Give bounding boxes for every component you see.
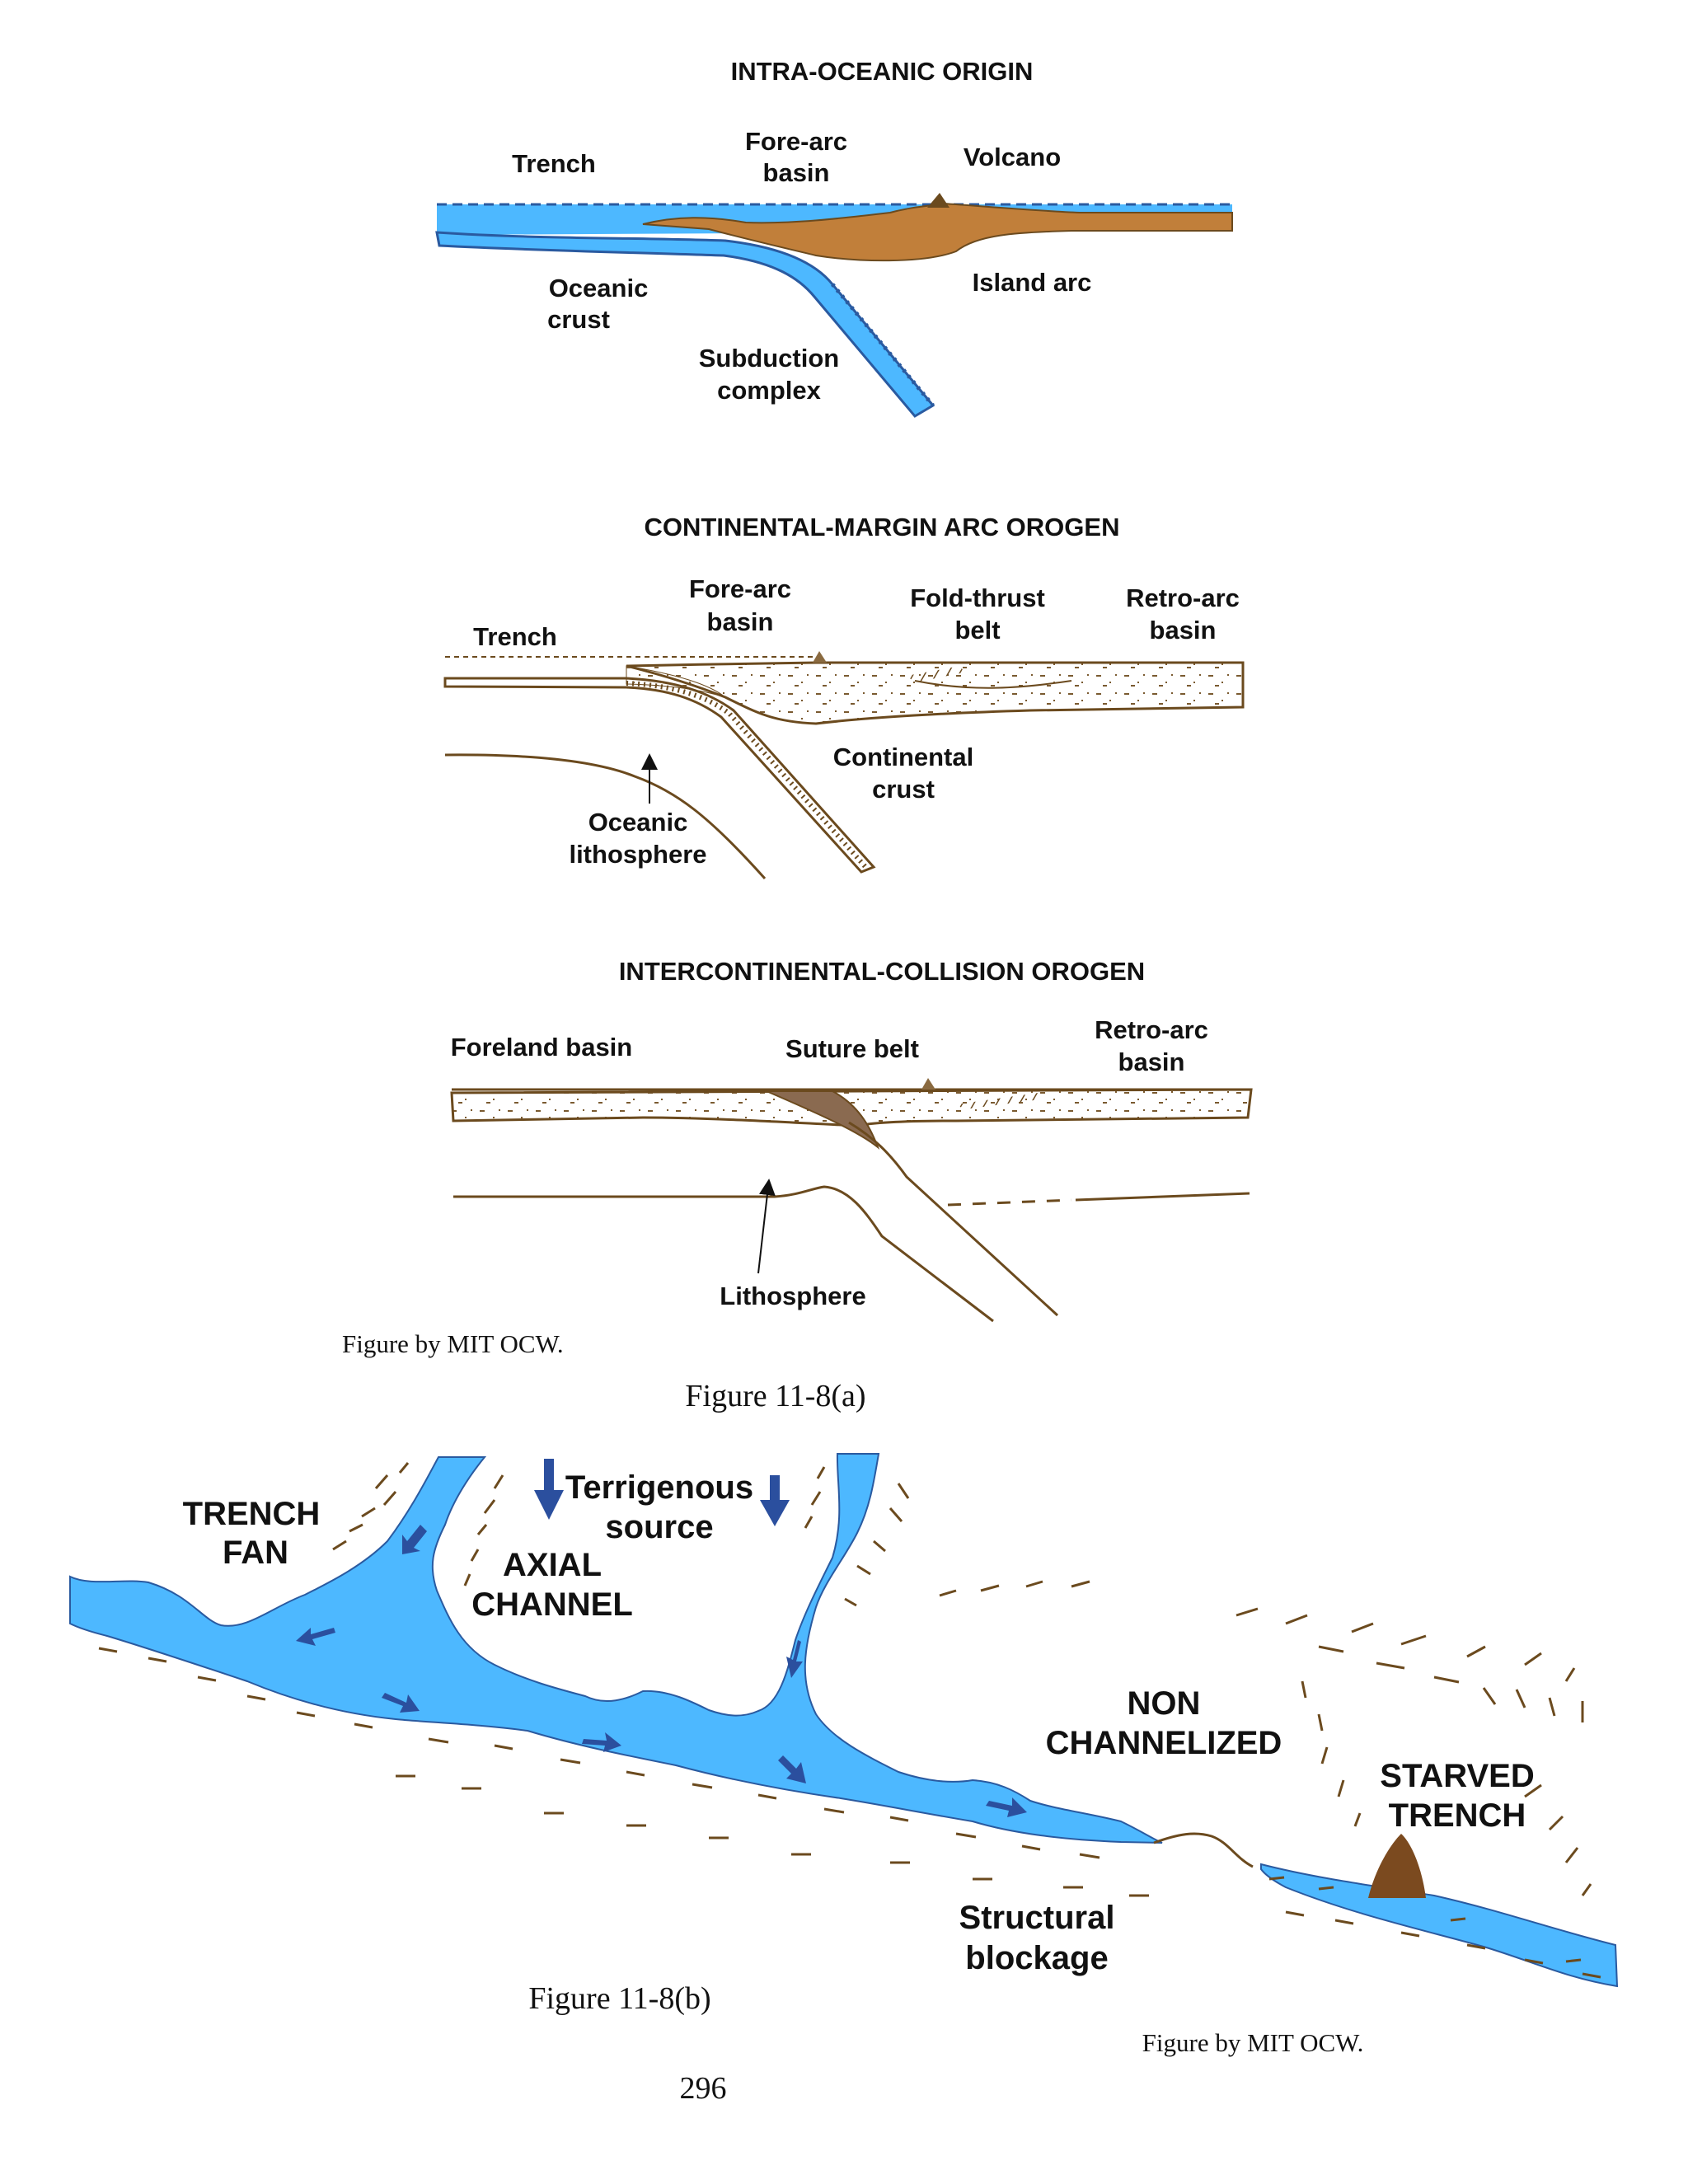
label-non-2: CHANNELIZED (1046, 1725, 1282, 1761)
accretion-wedge (626, 665, 726, 698)
lithosphere-base-3 (453, 1185, 994, 1323)
label-retroarc-2: basin (1150, 616, 1217, 644)
label-foldthrust-1: Fold-thrust (910, 583, 1045, 612)
label-trench: Trench (512, 149, 596, 178)
label-forearc-2: basin (763, 158, 830, 187)
fold-thrust-belt-hatch (907, 666, 964, 682)
volcano-peak (927, 193, 950, 208)
label-oceanic-1: Oceanic (549, 274, 649, 302)
label-trench-fan-2: FAN (223, 1535, 288, 1571)
collision-title: INTERCONTINENTAL-COLLISION OROGEN (619, 957, 1145, 986)
credit-b: Figure by MIT OCW. (1142, 2028, 1364, 2057)
label-retroarc3-1: Retro-arc (1095, 1015, 1208, 1044)
lithosphere-pointer (757, 1179, 776, 1274)
label-terrigenous-1: Terrigenous (565, 1469, 753, 1506)
flow-arrow-1 (402, 1525, 427, 1554)
intra-oceanic-title: INTRA-OCEANIC ORIGIN (731, 57, 1034, 86)
panel-intra-oceanic: INTRA-OCEANIC ORIGIN Trench Fore-arc bas… (435, 57, 1233, 418)
label-lithosphere: Lithosphere (720, 1282, 865, 1310)
label-suture: Suture belt (785, 1034, 919, 1063)
island-arc-body (642, 202, 1233, 262)
flow-arrow-7 (986, 1797, 1027, 1817)
flow-arrow-5 (786, 1640, 803, 1678)
label-structural-1: Structural (959, 1900, 1115, 1936)
label-continental-1: Continental (833, 743, 974, 771)
retroarc-hatch (956, 1093, 1040, 1109)
flow-arrow-6 (778, 1755, 806, 1783)
terrigenous-arrow-left (534, 1459, 564, 1520)
label-retroarc3-2: basin (1118, 1047, 1185, 1076)
collision-slab (848, 1121, 1059, 1317)
panel-collision: INTERCONTINENTAL-COLLISION OROGEN Forela… (450, 957, 1253, 1323)
label-oceanic-lith-2: lithosphere (569, 840, 706, 869)
terrigenous-arrow-right (760, 1475, 790, 1526)
label-forearc-1: Fore-arc (745, 127, 847, 156)
caption-b: Figure 11-8(b) (528, 1981, 710, 2016)
terrigenous-arrows (534, 1459, 790, 1526)
lithosphere-base-2 (444, 753, 767, 880)
lithosphere-dashed (947, 1198, 1072, 1207)
label-foldthrust-2: belt (954, 616, 1000, 644)
label-continental-2: crust (872, 775, 935, 804)
label-starved-2: TRENCH (1389, 1797, 1526, 1834)
trench-axial-channel (69, 1453, 1163, 1844)
volcano-peak-3 (921, 1078, 935, 1090)
panel-trench-fan: TRENCH FAN Terrigenous source AXIAL CHAN… (69, 1453, 1619, 1988)
caption-a: Figure 11-8(a) (685, 1379, 865, 1413)
sediment-strokes (98, 1462, 1601, 1979)
credit-a: Figure by MIT OCW. (342, 1329, 564, 1358)
label-terrigenous-2: source (605, 1509, 713, 1545)
label-trench-2: Trench (473, 622, 557, 651)
label-trench-fan-1: TRENCH (183, 1496, 321, 1532)
flow-arrow-3 (382, 1693, 420, 1713)
lithosphere-right (1075, 1192, 1250, 1202)
label-volcano: Volcano (964, 143, 1061, 171)
label-retroarc-1: Retro-arc (1126, 583, 1240, 612)
seamount (1368, 1834, 1426, 1898)
page-number: 296 (680, 2071, 727, 2106)
panel-continental-margin: CONTINENTAL-MARGIN ARC OROGEN Trench For… (443, 513, 1245, 880)
volcano-peak-2 (813, 651, 827, 663)
label-starved-1: STARVED (1380, 1758, 1534, 1794)
label-structural-2: blockage (965, 1940, 1108, 1976)
label-forearc2-2: basin (707, 607, 774, 636)
slab-hatch-2 (626, 681, 870, 870)
label-axial-1: AXIAL (503, 1547, 602, 1583)
label-subduction-2: complex (717, 376, 822, 405)
continental-margin-title: CONTINENTAL-MARGIN ARC OROGEN (645, 513, 1120, 541)
label-forearc2-1: Fore-arc (689, 574, 791, 603)
oceanic-crust-slab (435, 231, 935, 418)
flow-arrow-2 (296, 1628, 335, 1646)
retroarc-basin-floor (914, 680, 1072, 689)
label-oceanic-lith-1: Oceanic (588, 808, 688, 837)
label-axial-2: CHANNEL (471, 1586, 633, 1623)
label-island-arc: Island arc (973, 268, 1092, 297)
label-foreland: Foreland basin (451, 1033, 632, 1062)
suture-belt-wedge (766, 1090, 880, 1151)
label-subduction-1: Subduction (699, 344, 839, 373)
label-oceanic-2: crust (547, 305, 610, 334)
starved-trench-water (1260, 1863, 1619, 1988)
structural-blockage-ridge (1153, 1832, 1254, 1868)
flow-arrow-4 (582, 1732, 621, 1752)
label-non-1: NON (1128, 1685, 1201, 1722)
flow-arrows (296, 1525, 1027, 1817)
